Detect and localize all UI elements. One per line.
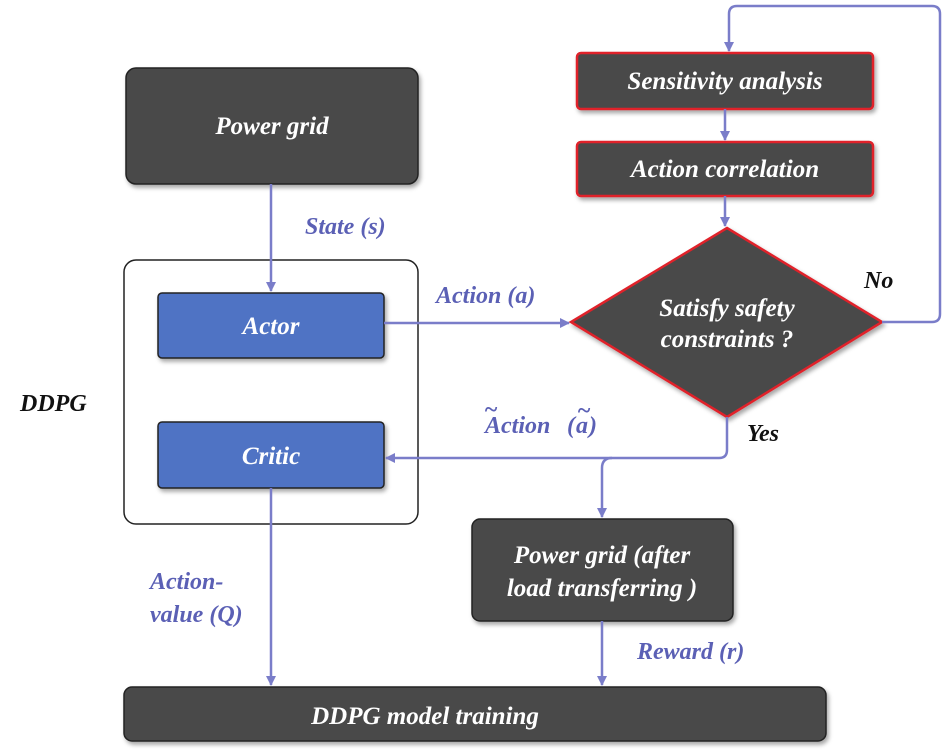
no-label: No [863, 268, 893, 294]
arrow-yes-to-critic [385, 417, 729, 463]
actor-label: Actor [241, 313, 300, 340]
power-grid-node: Power grid [125, 67, 419, 185]
action-tilde-mark-2: ~ [577, 398, 591, 424]
safety-decision-line2: constraints ? [661, 326, 794, 353]
action-label: Action (a) [434, 283, 535, 309]
action-tilde-word: Action [483, 413, 550, 439]
sensitivity-analysis-node: Sensitivity analysis [575, 51, 875, 111]
arrow-yes-to-grid-after [597, 456, 613, 518]
state-label: State (s) [305, 214, 386, 240]
power-grid-after-node: Power grid (after load transferring ) [471, 518, 734, 622]
action-value-line2: value (Q) [150, 602, 243, 628]
power-grid-after-line1: Power grid (after [513, 542, 691, 569]
model-training-node: DDPG model training [123, 686, 827, 742]
safety-decision-line1: Satisfy safety [659, 295, 795, 322]
yes-label: Yes [747, 421, 779, 447]
power-grid-label: Power grid [214, 113, 329, 140]
ddpg-label: DDPG [19, 391, 87, 417]
action-tilde-var: a [576, 413, 588, 439]
action-correlation-label: Action correlation [629, 156, 819, 183]
model-training-label: DDPG model training [310, 703, 539, 730]
reward-label: Reward (r) [636, 639, 744, 665]
actor-node: Actor [157, 292, 385, 359]
action-value-line1: Action- [148, 569, 223, 595]
safety-decision-node: Satisfy safety constraints ? [568, 226, 885, 419]
action-tilde-label: Action ~ ( a ~ ) [483, 397, 597, 439]
action-tilde-close: ) [587, 413, 597, 439]
power-grid-after-line2: load transferring ) [507, 575, 697, 602]
critic-node: Critic [157, 421, 385, 489]
action-tilde-open: ( [567, 413, 577, 439]
arrow-no-loop [724, 4, 942, 324]
action-tilde-mark-1: ~ [484, 397, 498, 423]
critic-label: Critic [242, 443, 300, 470]
action-correlation-node: Action correlation [575, 140, 875, 198]
sensitivity-analysis-label: Sensitivity analysis [627, 68, 822, 95]
